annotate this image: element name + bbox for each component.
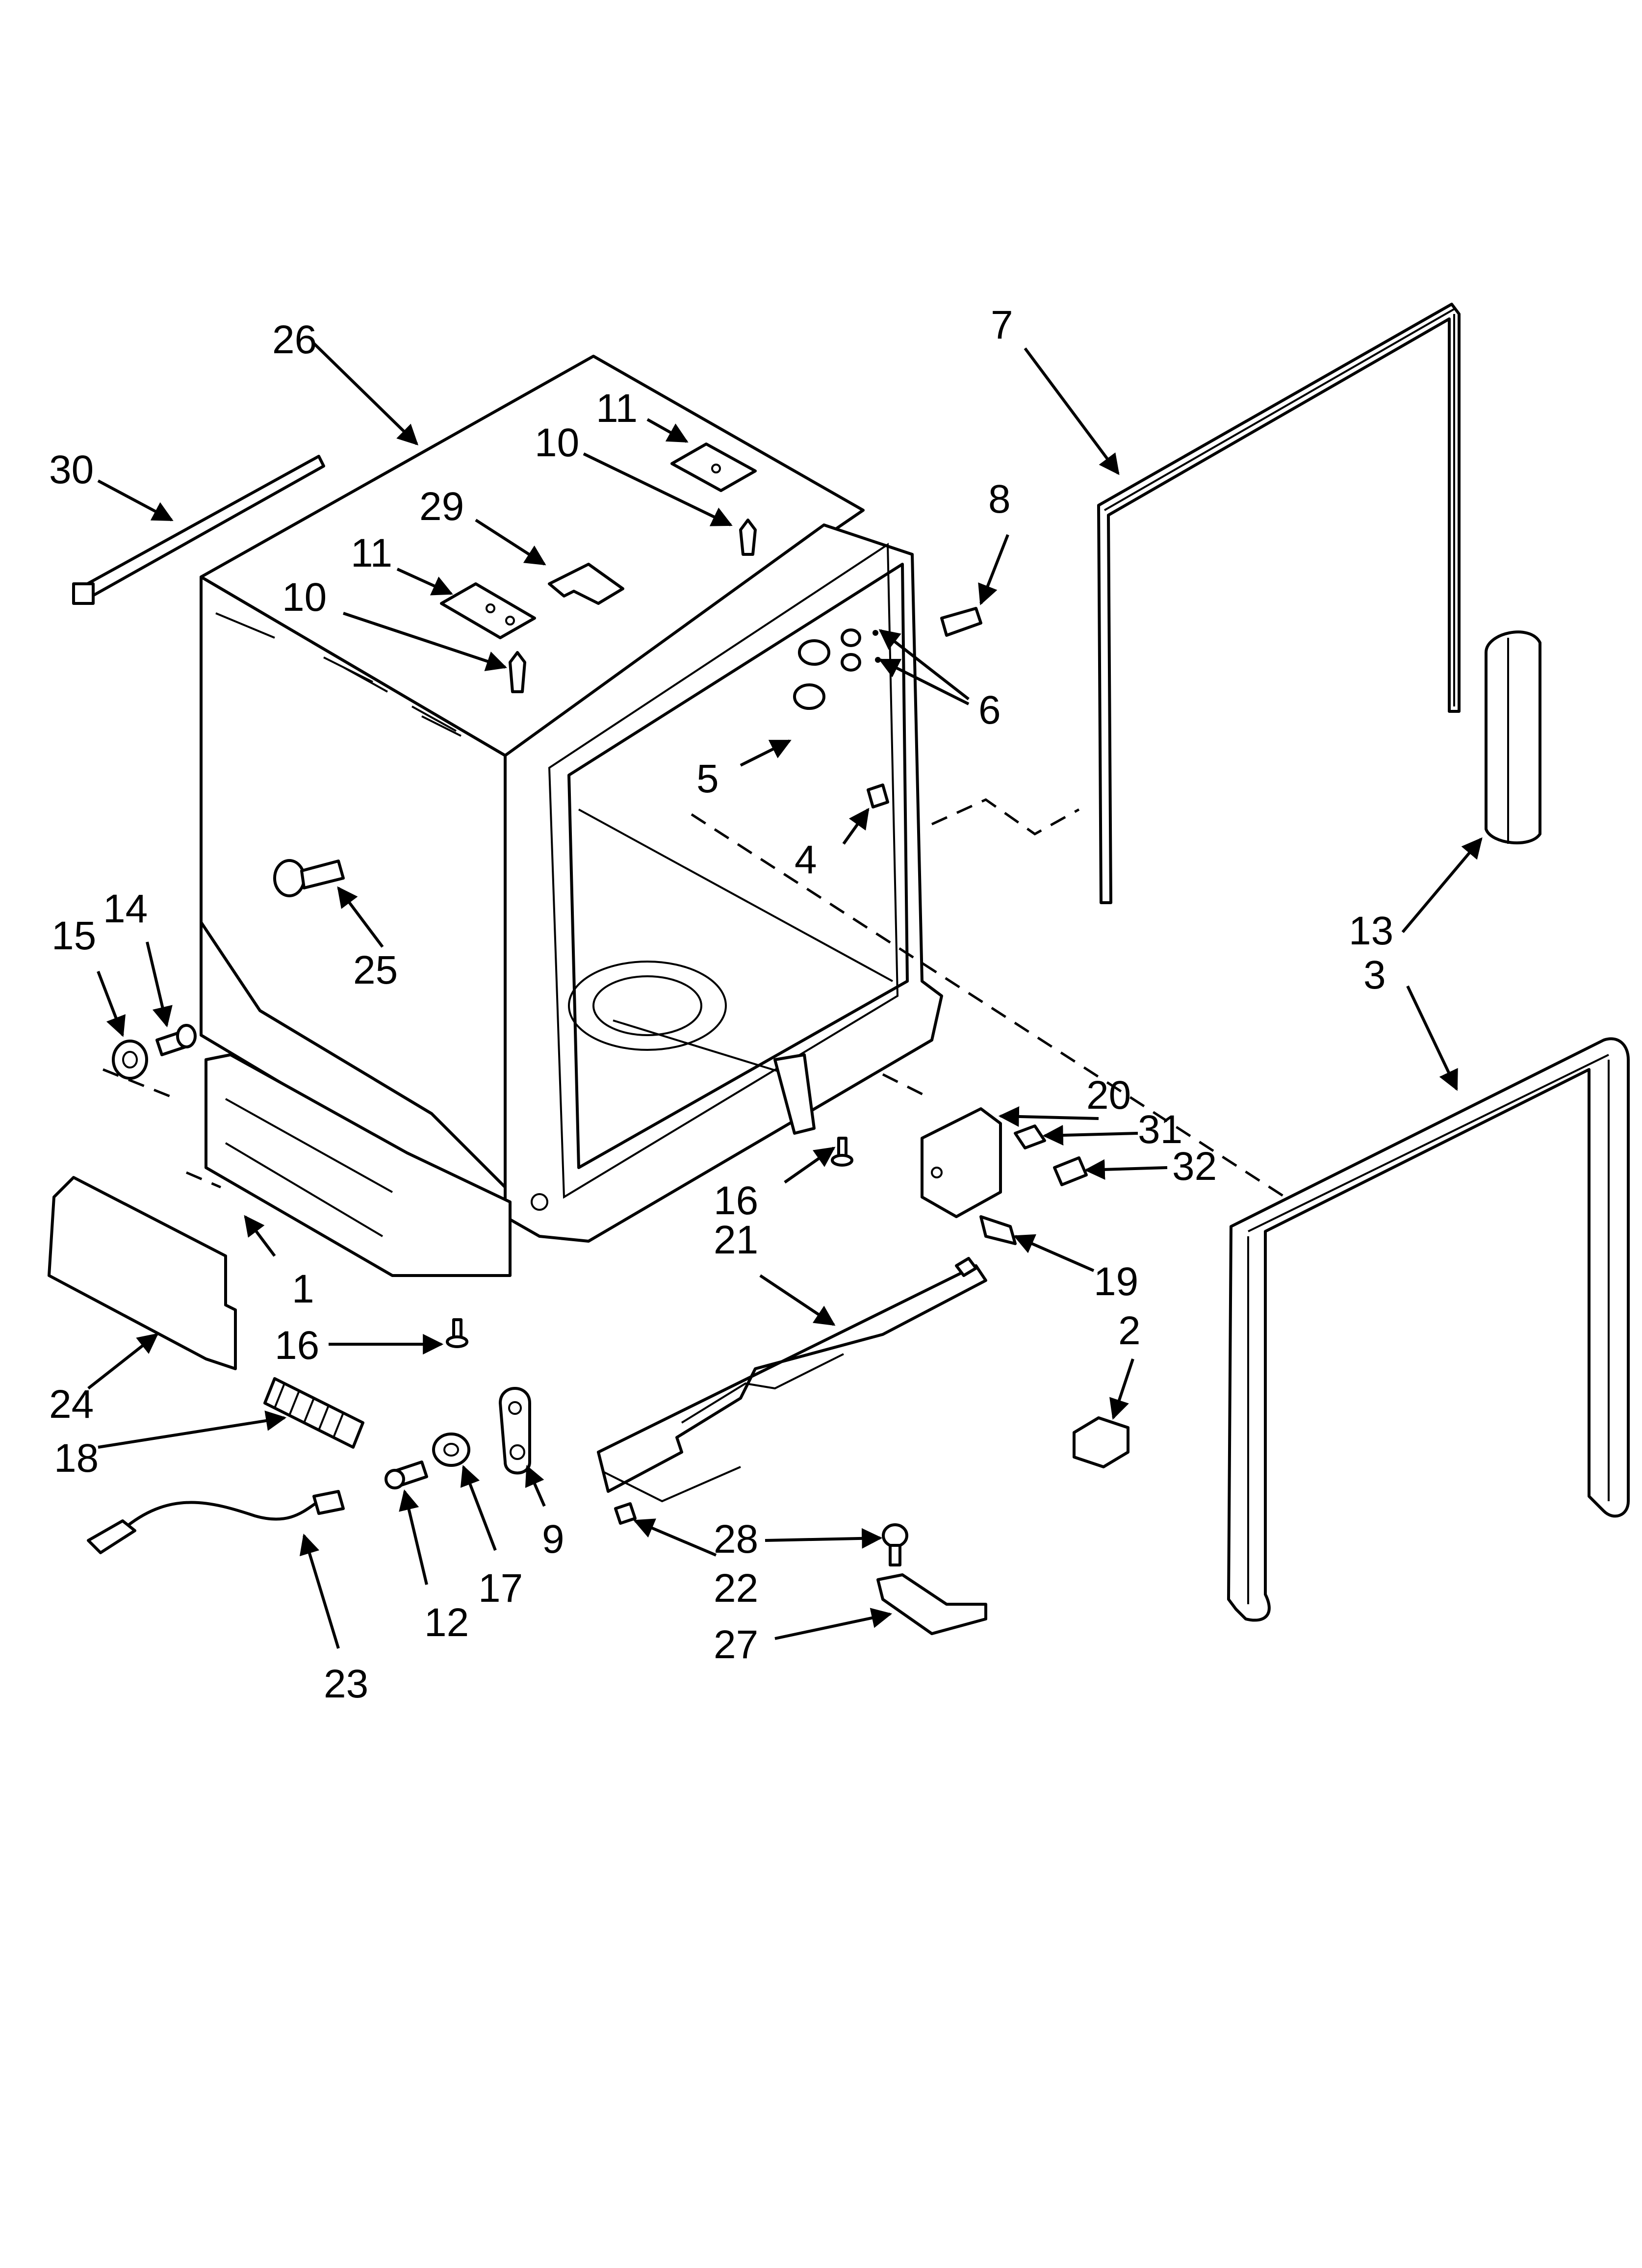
callout-26: 26 — [272, 317, 317, 362]
part-12-screw — [385, 1460, 428, 1489]
callout-22: 22 — [714, 1566, 758, 1611]
part-15-grommet — [112, 1040, 148, 1080]
leader-arrows — [87, 342, 1483, 1649]
callout-3: 3 — [1363, 953, 1386, 997]
callout-25: 25 — [353, 948, 398, 992]
callout-4: 4 — [795, 837, 817, 882]
callout-15: 15 — [51, 913, 96, 958]
callout-24: 24 — [49, 1382, 94, 1427]
part-6-washers — [841, 628, 881, 672]
callout-27: 27 — [714, 1622, 758, 1667]
part-19-screw — [979, 1215, 1017, 1245]
callout-14: 14 — [103, 886, 148, 931]
part-20-bracket — [921, 1107, 1002, 1218]
callout-9: 9 — [542, 1517, 564, 1562]
callout-21: 21 — [714, 1218, 758, 1262]
callout-16-center: 16 — [714, 1178, 758, 1223]
callout-7: 7 — [991, 303, 1013, 347]
part-16-leveler-1 — [831, 1137, 853, 1167]
callout-12: 12 — [424, 1600, 469, 1645]
part-8-screw — [940, 607, 982, 637]
part-11-hinge-top — [670, 443, 757, 492]
part-13-seal — [1485, 630, 1541, 845]
callout-20: 20 — [1086, 1073, 1131, 1118]
tub-assembly — [200, 355, 943, 1277]
part-10-screw-top — [739, 519, 757, 556]
callout-32: 32 — [1172, 1144, 1217, 1189]
part-25-plug — [273, 859, 345, 897]
part-2-latch — [1073, 1416, 1129, 1468]
callout-16-left: 16 — [275, 1323, 319, 1368]
part-5-rollers — [793, 639, 830, 710]
part-23-wire — [87, 1490, 345, 1554]
callout-10-top: 10 — [535, 420, 579, 465]
callout-19: 19 — [1094, 1259, 1138, 1304]
part-24-panel — [48, 1176, 237, 1370]
part-29-clip — [548, 563, 624, 605]
callout-17: 17 — [478, 1566, 523, 1611]
callout-11-left: 11 — [351, 531, 392, 575]
callout-2: 2 — [1118, 1308, 1141, 1353]
part-21-tray — [597, 1257, 987, 1503]
callout-1: 1 — [292, 1267, 314, 1311]
callout-13: 13 — [1349, 909, 1393, 953]
part-30-cable-tie — [72, 455, 325, 605]
callout-18: 18 — [54, 1436, 99, 1481]
part-11-hinge-left — [440, 582, 536, 639]
callout-6: 6 — [978, 688, 1001, 732]
part-31-clip — [1014, 1124, 1046, 1149]
part-16-leveler-2 — [446, 1318, 468, 1348]
part-28-sensor — [882, 1523, 908, 1566]
part-10-screw-left — [509, 651, 526, 693]
part-27-bracket — [876, 1573, 987, 1635]
callout-labels: 26 30 11 10 29 11 10 7 8 6 5 4 13 3 25 1… — [49, 303, 1393, 1706]
part-4-stud — [867, 783, 889, 808]
callout-10-left: 10 — [282, 575, 327, 620]
part-14-screw — [155, 1024, 197, 1056]
callout-28: 28 — [714, 1517, 758, 1562]
part-3-gasket — [1227, 1037, 1630, 1622]
callout-11-top: 11 — [596, 386, 638, 431]
callout-30: 30 — [49, 447, 94, 492]
callout-29: 29 — [419, 484, 464, 529]
part-22-clip — [614, 1502, 637, 1525]
callout-8: 8 — [988, 477, 1011, 521]
part-17-wheel — [432, 1433, 470, 1467]
guide-lines — [103, 798, 1286, 1199]
callout-5: 5 — [696, 756, 719, 801]
part-18-spring — [263, 1377, 364, 1449]
part-32-screw — [1053, 1156, 1088, 1186]
callout-31: 31 — [1138, 1107, 1182, 1152]
callout-23: 23 — [324, 1662, 368, 1706]
part-9-bracket — [499, 1387, 531, 1475]
part-7-gasket — [1097, 303, 1461, 904]
